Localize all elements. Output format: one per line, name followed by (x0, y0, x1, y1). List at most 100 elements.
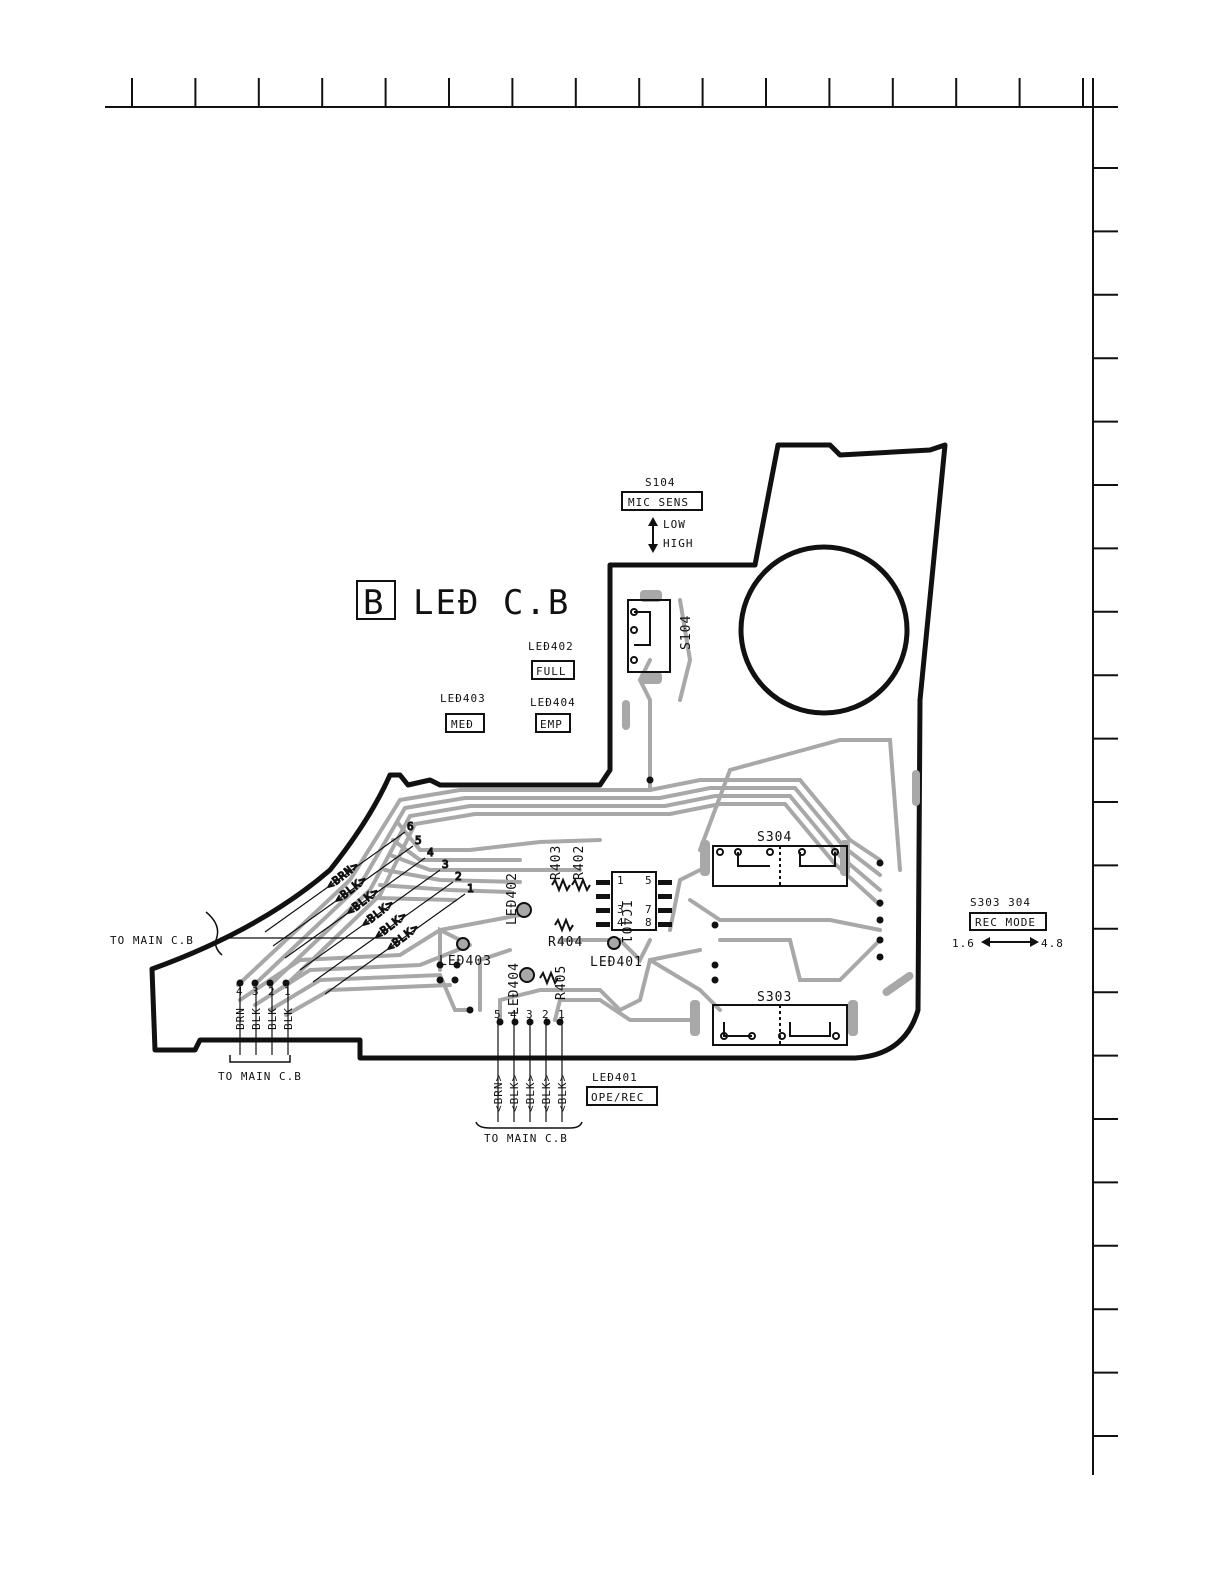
rec-mode-left: 1.6 (952, 937, 975, 950)
ic-pin-1: 1 (617, 874, 625, 887)
ic401-label: IC401 (618, 900, 633, 944)
r404-label: R404 (548, 935, 583, 950)
via (282, 979, 290, 987)
connector-pin-label: 1 (558, 1008, 566, 1021)
s303-switch[interactable] (712, 1004, 848, 1046)
connector-wire-label: BLK (250, 1007, 263, 1030)
vias (236, 776, 884, 1026)
connector-pin-label: 5 (415, 834, 423, 847)
connector-wire-label: <BLK> (524, 1074, 537, 1112)
connector-wire-label: <BRN> (492, 1074, 505, 1112)
via (876, 916, 884, 924)
copper-traces (236, 598, 902, 1022)
connector-pin-label: 4 (510, 1008, 518, 1021)
connector-wire (264, 831, 406, 933)
ic401-chip (596, 871, 672, 931)
r402-label: R402 (572, 845, 587, 880)
resistors (539, 877, 591, 986)
ic-pin-7: 7 (645, 903, 653, 916)
via (711, 961, 719, 969)
connector-pin-label: 2 (455, 870, 463, 883)
ic-pin-8: 8 (645, 916, 653, 929)
via (543, 1018, 551, 1026)
via (236, 979, 244, 987)
r405-label: R405 (554, 965, 569, 1000)
connector-bottom-center: 5<BRN>4<BLK>3<BLK>2<BLK>1<BLK> TO MAIN C… (475, 1008, 583, 1145)
r403-label: R403 (549, 845, 564, 880)
board-outline (149, 442, 948, 1061)
led401-box: OPE/REC (591, 1091, 644, 1104)
via (711, 976, 719, 984)
led401-ref: LEĐ401 (592, 1071, 638, 1084)
led403-box: MEĐ (451, 718, 474, 731)
via (466, 1006, 474, 1014)
via (266, 979, 274, 987)
rec-mode-ref: S303 304 (970, 896, 1031, 909)
rec-mode-box: REC MODE (975, 916, 1036, 929)
via (453, 961, 461, 969)
led-callouts: LEĐ402 FULL LEĐ403 MEĐ LEĐ404 EMP LEĐ401… (440, 640, 658, 1106)
led402-label: LEĐ402 (505, 872, 520, 925)
board-letter-box (356, 580, 396, 620)
connector-left: TO MAIN C.B <BRN>6<BLK>5<BLK>4<BLK>3<BLK… (110, 819, 475, 995)
connector-pin-label: 3 (526, 1008, 534, 1021)
rec-mode-right: 4.8 (1041, 937, 1064, 950)
s104-part-label: S104 (679, 615, 694, 650)
via (876, 859, 884, 867)
board-title: B LEĐ C.B (356, 580, 570, 623)
component-labels: IC401 1 5 3 7 4 8 R402 R403 R404 R405 LE… (439, 830, 792, 1015)
connector-pin-label: 5 (494, 1008, 502, 1021)
led403-ref: LEĐ403 (440, 692, 486, 705)
led404-ref: LEĐ404 (530, 696, 576, 709)
board-letter: B (363, 583, 385, 623)
connector-pin-label: 6 (407, 820, 415, 833)
s104-high: HIGH (663, 537, 694, 550)
s104-low: LOW (663, 518, 686, 531)
connector-wire-label: BRN (234, 1007, 247, 1030)
s304-label: S304 (757, 830, 792, 845)
board-name: LEĐ C.B (413, 583, 570, 623)
rec-mode-callout: S303 304 REC MODE 1.6 4.8 (952, 896, 1064, 950)
via (876, 953, 884, 961)
s104-box: MIC SENS (628, 496, 689, 509)
connector-pin-label: 2 (268, 985, 276, 998)
via (876, 936, 884, 944)
connector-wire (324, 893, 466, 995)
via (511, 1018, 519, 1026)
pads (622, 590, 920, 1036)
s304-switch[interactable] (712, 845, 848, 887)
ic-pin-4: 4 (617, 916, 625, 929)
led404-label: LEĐ404 (507, 962, 522, 1015)
s104-ref: S104 (645, 476, 676, 489)
connector-pin-label: 3 (252, 985, 260, 998)
led404-box: EMP (540, 718, 563, 731)
via (646, 776, 654, 784)
connector-wire-label: BLK (266, 1007, 279, 1030)
led402-box: FULL (536, 665, 567, 678)
connector-wire (312, 881, 454, 983)
led403-label: LEĐ403 (439, 954, 492, 969)
connector-pin-label: 4 (236, 985, 244, 998)
via (876, 899, 884, 907)
ic-pin-5: 5 (645, 874, 653, 887)
connector-pin-label: 1 (467, 882, 475, 895)
via (451, 976, 459, 984)
battery-hole (738, 544, 910, 716)
connector-pin-label: 4 (427, 846, 435, 859)
via (711, 921, 719, 929)
s303-label: S303 (757, 990, 792, 1005)
s104-switch[interactable] (627, 599, 671, 673)
connector-wire-label: <BLK> (556, 1074, 569, 1112)
connector-pin-label: 1 (284, 985, 292, 998)
via (251, 979, 259, 987)
led-footprints (456, 902, 621, 983)
connector-bottom-left-label: TO MAIN C.B (218, 1070, 302, 1083)
connector-wire-label: BLK (282, 1007, 295, 1030)
s104-callout: S104 MIC SENS LOW HIGH S104 (621, 476, 703, 650)
led402-ref: LEĐ402 (528, 640, 574, 653)
connector-wire (299, 869, 441, 971)
led401-label: LEĐ401 (590, 955, 643, 970)
via (436, 961, 444, 969)
connector-pin-label: 2 (542, 1008, 550, 1021)
